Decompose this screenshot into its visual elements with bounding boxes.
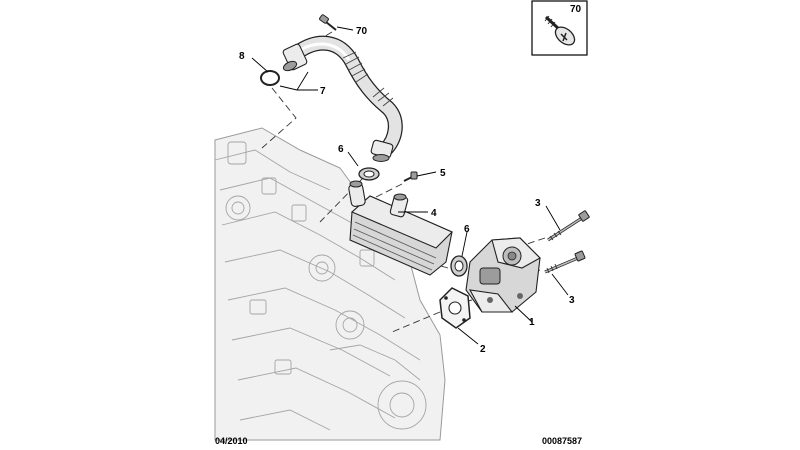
o-ring-8 [260, 70, 280, 86]
screw-70 [319, 14, 337, 31]
bolt-3-upper [547, 210, 590, 242]
engine-block [214, 127, 446, 441]
callout-8: 8 [239, 51, 245, 62]
callout-70: 70 [356, 26, 368, 37]
inset-label: 70 [570, 4, 582, 15]
seal-6-upper [358, 167, 380, 181]
inset-detail-70: 70 [531, 0, 588, 56]
pipe-corrugation [342, 51, 394, 107]
callout-6-lower: 6 [464, 224, 470, 235]
callout-4: 4 [431, 208, 437, 219]
egr-valve-1 [465, 237, 541, 313]
callout-3-upper: 3 [535, 198, 541, 209]
callout-labels: 70 8 7 6 5 4 6 3 3 1 2 [239, 26, 575, 355]
footer-reference: 00087587 [542, 436, 582, 446]
bolt-3-lower [544, 250, 586, 274]
egr-pipe [282, 35, 403, 162]
leader-lines [251, 26, 569, 345]
callout-2: 2 [480, 344, 486, 355]
callout-3-lower: 3 [569, 295, 575, 306]
gasket-2 [439, 287, 471, 329]
callout-1: 1 [529, 317, 535, 328]
screw-5 [403, 171, 418, 182]
footer-date: 04/2010 [215, 436, 248, 446]
seal-6-lower [450, 255, 468, 277]
screw-detail-icon [544, 15, 576, 46]
callout-6-upper: 6 [338, 144, 344, 155]
callout-5: 5 [440, 168, 446, 179]
callout-7: 7 [320, 86, 326, 97]
egr-cooler-4 [348, 180, 453, 276]
